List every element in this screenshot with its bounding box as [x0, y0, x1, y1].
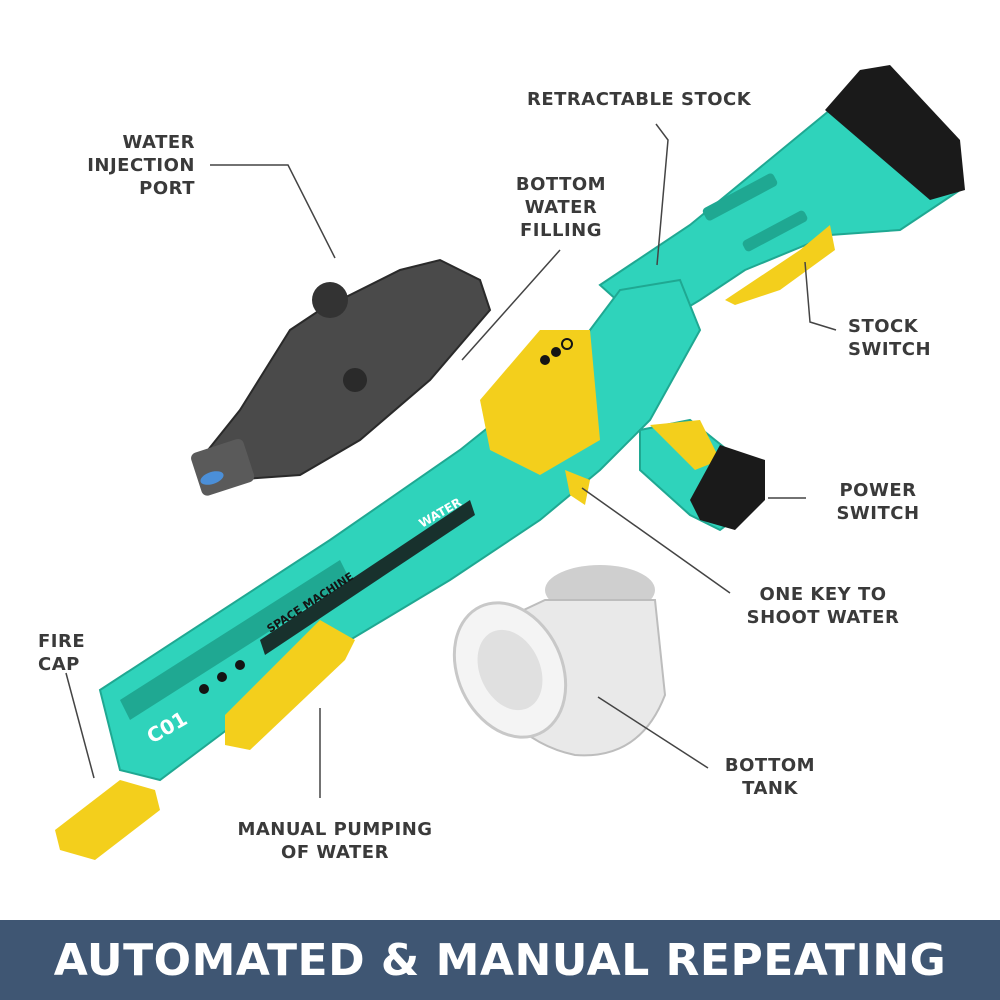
retractable-stock: [598, 65, 965, 332]
water-injection-port: [191, 258, 492, 496]
label-fire-cap: FIRE CAP: [38, 631, 86, 675]
bottom-banner: AUTOMATED & MANUAL REPEATING: [0, 920, 1000, 1000]
stock-switch: [725, 225, 835, 305]
leader-lines: [65, 123, 837, 798]
leader-stock-switch: [804, 261, 837, 331]
label-water-injection-port: WATER INJECTION PORT: [87, 132, 195, 199]
trigger: [565, 470, 590, 505]
manual-pump-handle: [225, 620, 355, 750]
leader-one-key-shoot: [581, 487, 731, 594]
bottom-tank: [452, 565, 667, 757]
leader-retractable-stock: [655, 123, 669, 266]
label-one-key-to-shoot: ONE KEY TO SHOOT WATER: [746, 584, 900, 628]
leader-fire-cap: [65, 672, 95, 779]
leader-bottom-tank: [597, 696, 709, 769]
label-bottom-water-filling: BOTTOM WATER FILLING: [515, 174, 607, 241]
label-bottom-tank: BOTTOM TANK: [724, 755, 816, 799]
banner-title: AUTOMATED & MANUAL REPEATING: [53, 934, 947, 986]
side-plate: [480, 330, 600, 475]
label-retractable-stock: RETRACTABLE STOCK: [527, 89, 752, 110]
power-switch: [690, 445, 765, 530]
label-stock-switch: STOCK SWITCH: [848, 316, 932, 360]
fire-cap: [55, 780, 160, 860]
leader-water-injection-port: [210, 164, 336, 259]
leader-bottom-water-filling: [461, 249, 561, 361]
label-manual-pumping: MANUAL PUMPING OF WATER: [237, 819, 433, 863]
label-power-switch: POWER SWITCH: [836, 480, 920, 524]
